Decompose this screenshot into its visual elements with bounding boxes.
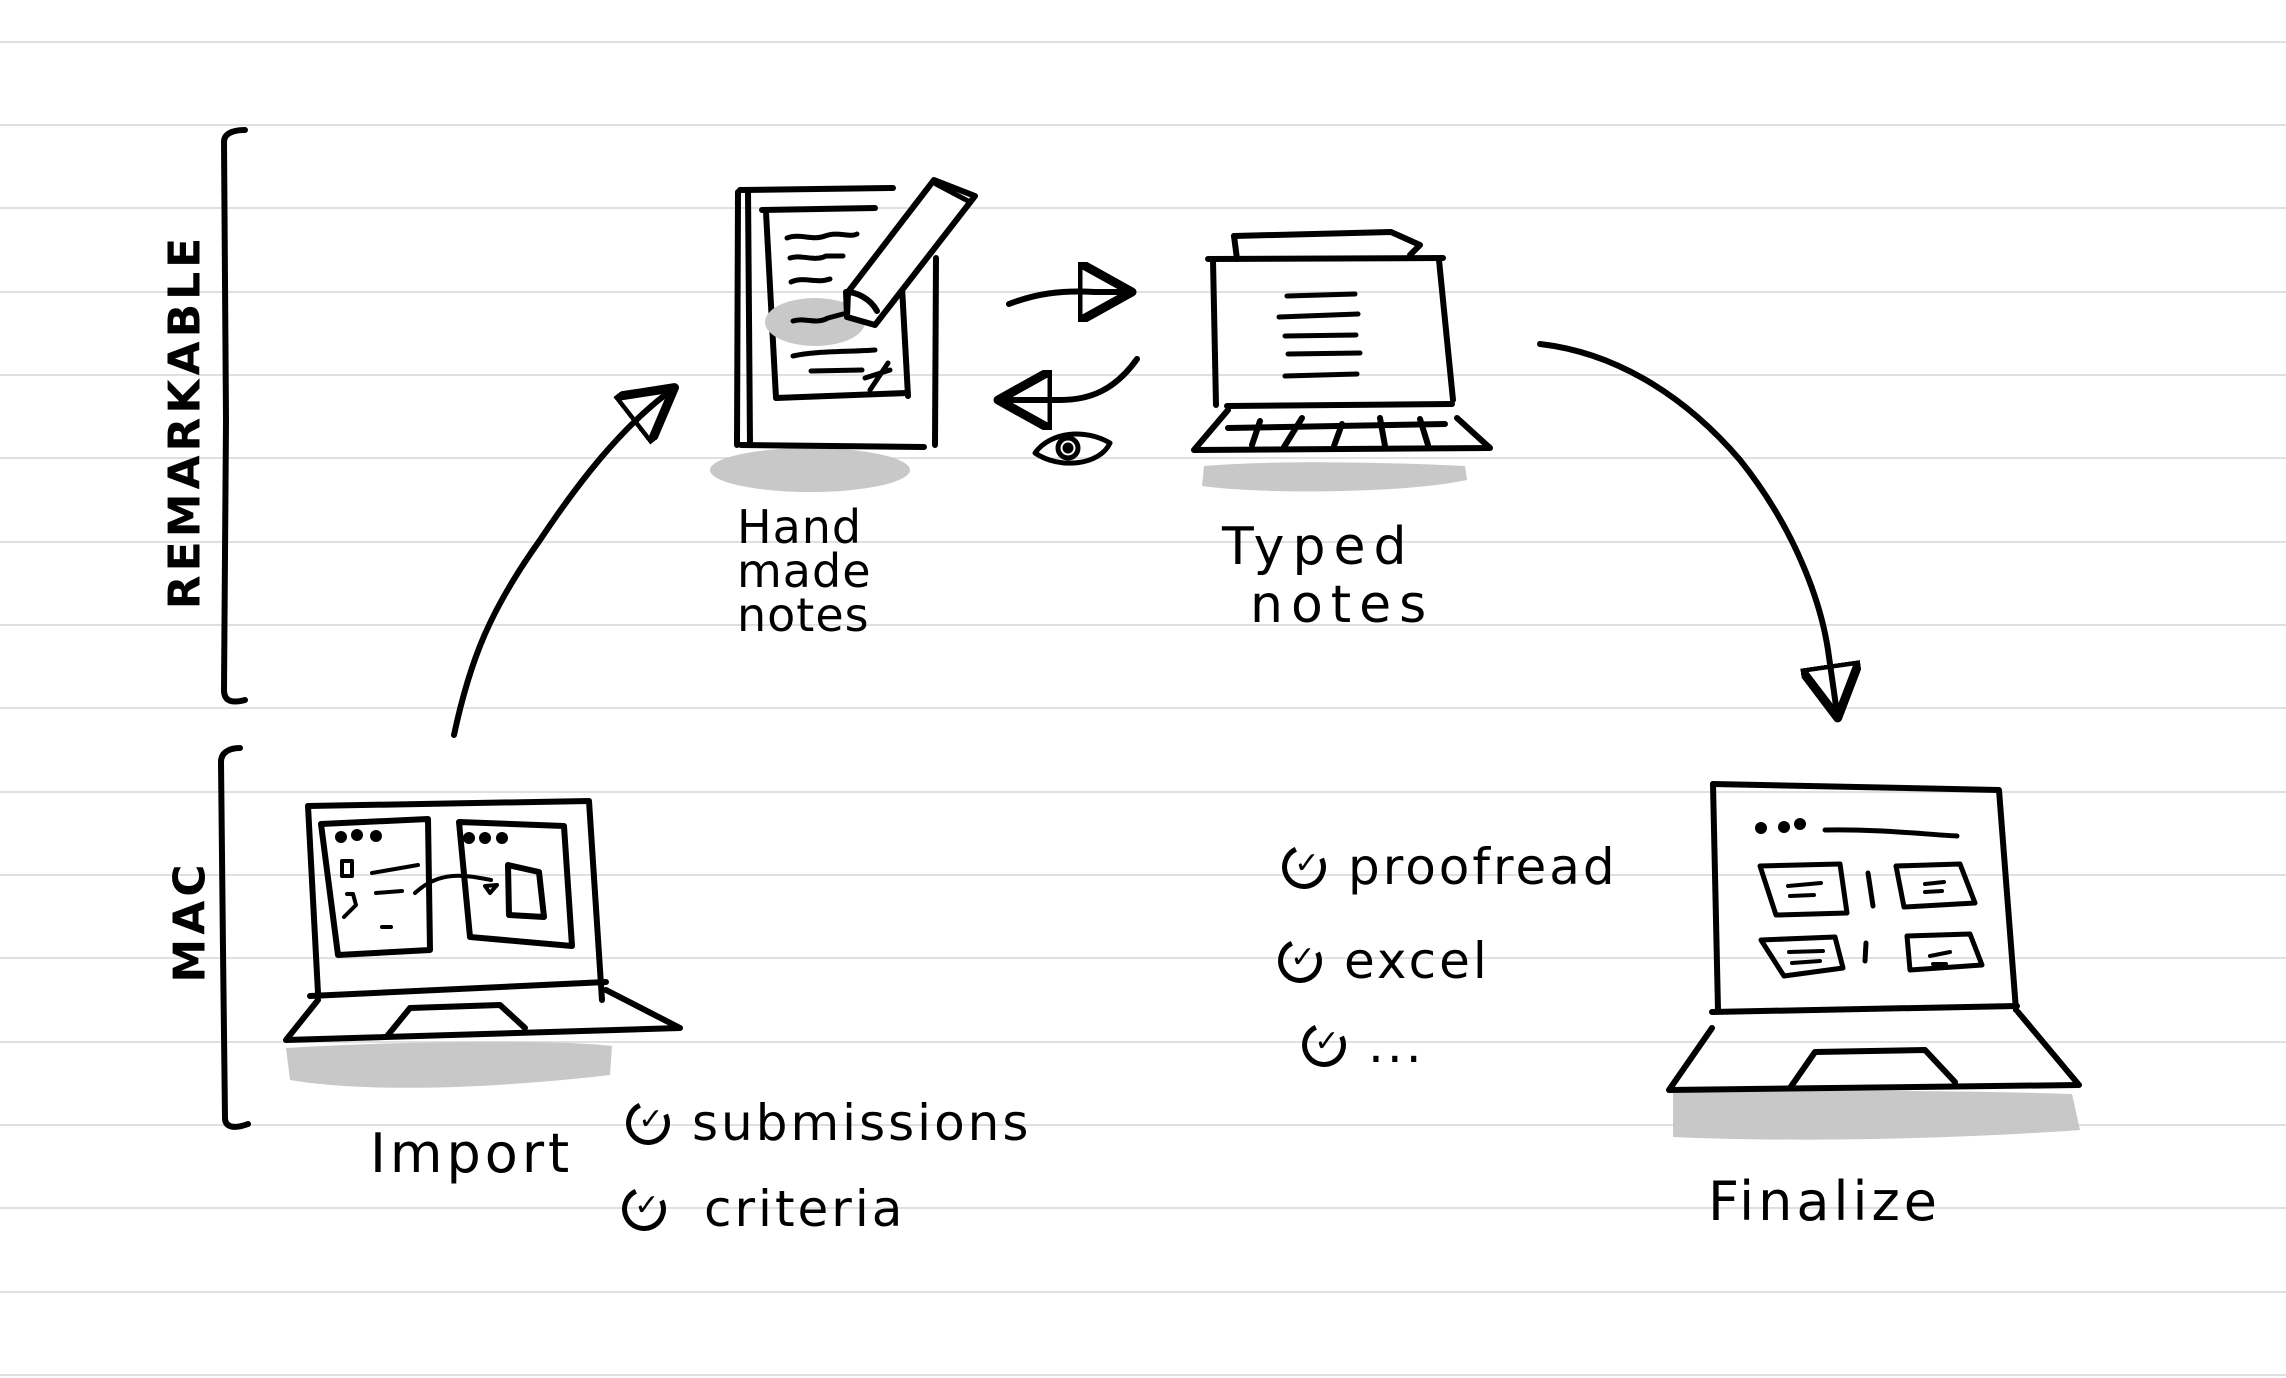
ruled-line bbox=[0, 374, 2286, 376]
ruled-line bbox=[0, 1374, 2286, 1376]
ruled-line bbox=[0, 41, 2286, 43]
tablet-with-keyboard-icon bbox=[1191, 229, 1493, 492]
ruled-line bbox=[0, 1207, 2286, 1209]
finalize-checklist-item: ✓ proofread bbox=[1275, 838, 1618, 896]
node-label-import: Import bbox=[370, 1122, 574, 1185]
ruled-line bbox=[0, 1041, 2286, 1043]
finalize-checklist-item: ✓ excel bbox=[1271, 932, 1490, 990]
eye-icon bbox=[1032, 431, 1113, 466]
checkbox-checked-icon: ✓ bbox=[1275, 838, 1333, 896]
label-line: made bbox=[737, 544, 872, 598]
ruled-line bbox=[0, 541, 2286, 543]
checkbox-checked-icon: ✓ bbox=[619, 1094, 677, 1152]
arrow-import-to-handmade bbox=[451, 395, 665, 738]
finalize-checklist-item: ✓ ... bbox=[1295, 1016, 1425, 1074]
ruled-line bbox=[0, 791, 2286, 793]
import-checklist-item: ✓ submissions bbox=[619, 1094, 1031, 1152]
checkbox-checked-icon: ✓ bbox=[1271, 932, 1329, 990]
group-label-mac: MAC bbox=[164, 860, 216, 983]
node-label-handmade-notes: Hand made notes bbox=[737, 500, 872, 642]
ruled-line bbox=[0, 1291, 2286, 1293]
group-label-remarkable: REMARKABLE bbox=[159, 233, 211, 610]
laptop-drag-drop-icon bbox=[283, 798, 683, 1088]
mac-bracket bbox=[218, 745, 251, 1130]
ruled-line bbox=[0, 707, 2286, 709]
ruled-line bbox=[0, 124, 2286, 126]
remarkable-bracket bbox=[221, 127, 248, 705]
label-line: notes bbox=[737, 588, 870, 642]
ruled-line bbox=[0, 291, 2286, 293]
checkbox-checked-icon: ✓ bbox=[615, 1180, 673, 1238]
ruled-line bbox=[0, 457, 2286, 459]
sync-arrow-to-typed bbox=[1006, 292, 1120, 305]
label-line: Typed bbox=[1222, 517, 1415, 577]
ruled-line bbox=[0, 874, 2286, 876]
tablet-with-pen-icon bbox=[710, 177, 978, 492]
import-checklist-item: ✓ criteria bbox=[615, 1180, 905, 1238]
node-label-typed-notes: Typed notes bbox=[1222, 518, 1434, 634]
arrow-typed-to-finalize bbox=[1537, 341, 1836, 706]
checkbox-checked-icon: ✓ bbox=[1295, 1016, 1353, 1074]
sync-arrow-to-handmade bbox=[1010, 356, 1140, 400]
node-label-finalize: Finalize bbox=[1708, 1170, 1942, 1233]
ruled-line bbox=[0, 207, 2286, 209]
ruled-line bbox=[0, 624, 2286, 626]
label-line: Hand bbox=[737, 500, 863, 554]
label-line: notes bbox=[1250, 575, 1435, 635]
ruled-line bbox=[0, 1124, 2286, 1126]
laptop-grid-windows-icon bbox=[1666, 781, 2082, 1140]
ruled-line bbox=[0, 957, 2286, 959]
